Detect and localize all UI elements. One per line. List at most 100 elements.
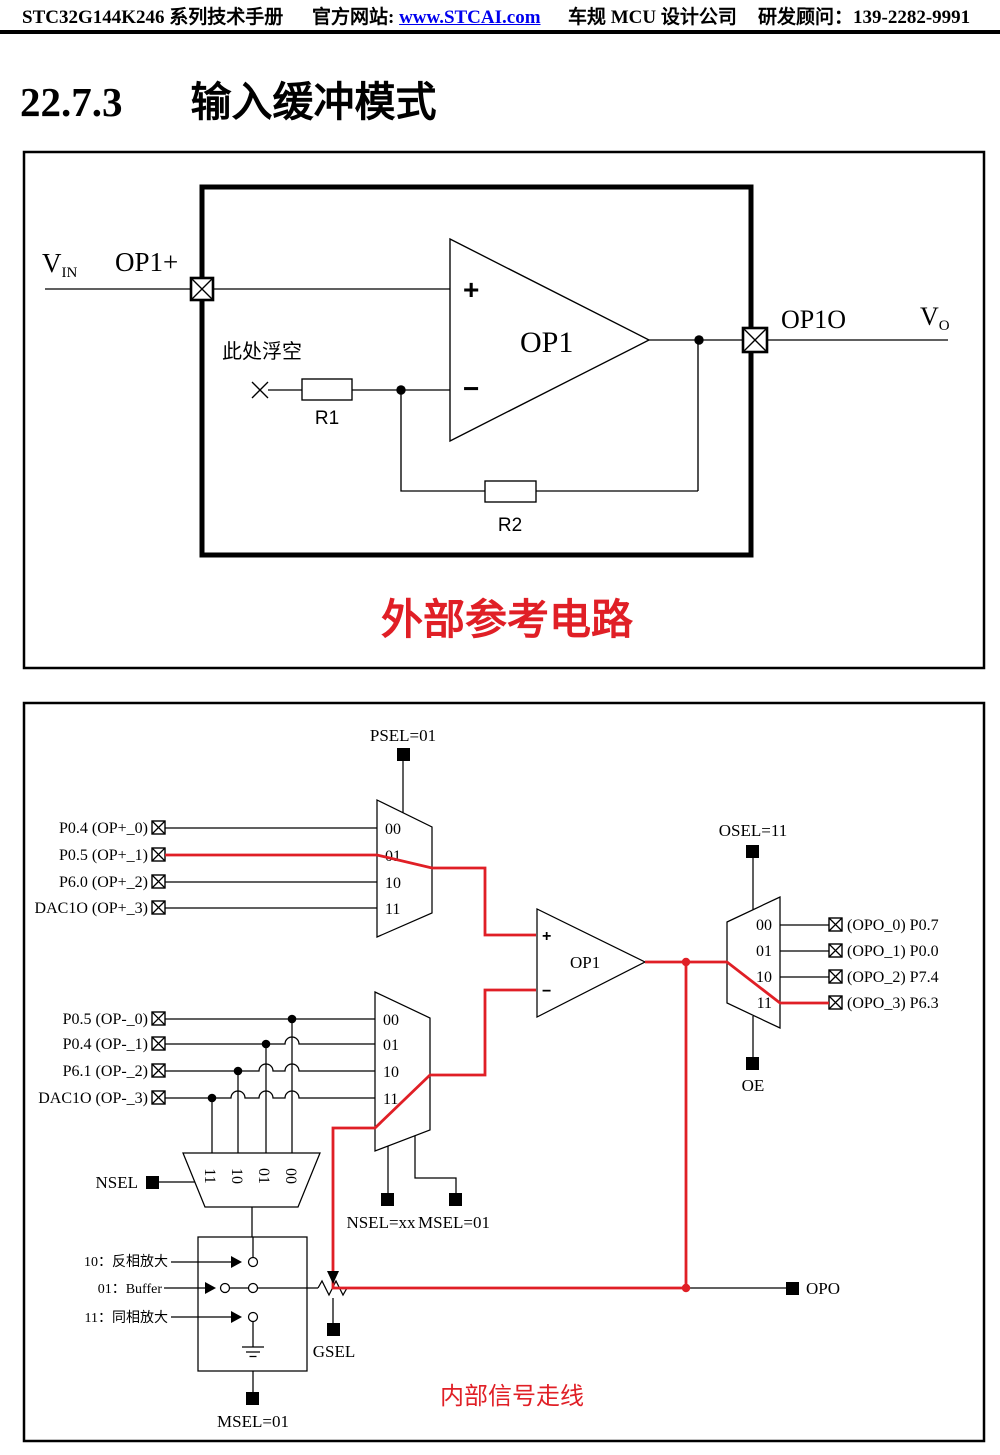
r1-label: R1 bbox=[315, 408, 339, 429]
osel-label: OSEL=11 bbox=[719, 821, 787, 840]
output-rows: (OPO_0) P0.7 (OPO_1) P0.0 (OPO_2) P7.4 (… bbox=[780, 917, 939, 1012]
osel-mux bbox=[726, 896, 781, 1029]
website-block: 官方网站: www.STCAI.com bbox=[312, 2, 541, 29]
wiper-arrowhead-icon bbox=[327, 1271, 339, 1284]
output-label: (OPO_3) P6.3 bbox=[847, 995, 939, 1012]
opamp1-plus: + bbox=[463, 274, 479, 305]
oe-label: OE bbox=[742, 1076, 765, 1095]
nsel-mux bbox=[182, 1152, 321, 1208]
neg-mux-row: 10 bbox=[383, 1064, 399, 1081]
opamp1-triangle bbox=[449, 237, 651, 443]
osel-mux-row: 11 bbox=[757, 995, 772, 1012]
nsel-wires bbox=[159, 1181, 253, 1237]
osel-mux-row: 00 bbox=[756, 917, 772, 934]
mselmid-square bbox=[449, 1193, 462, 1206]
opo-square bbox=[786, 1282, 799, 1295]
pad-icon bbox=[828, 969, 843, 984]
nsel-mux-row: 11 bbox=[201, 1168, 218, 1183]
pad-icon bbox=[151, 874, 166, 889]
opamp2-label: OP1 bbox=[570, 953, 600, 972]
nsel-mux-row: 00 bbox=[282, 1168, 299, 1184]
output-label: (OPO_1) P0.0 bbox=[847, 943, 939, 960]
pos-mux-row: 00 bbox=[385, 821, 401, 838]
pad-icon bbox=[151, 1063, 166, 1078]
neg-input-label: DAC1O (OP-_3) bbox=[38, 1090, 148, 1107]
junction-dot bbox=[207, 1093, 217, 1103]
pos-input-label: P0.5 (OP+_1) bbox=[59, 847, 148, 864]
opamp1-minus: − bbox=[463, 373, 479, 404]
r2-resistor bbox=[484, 480, 537, 503]
pos-mux bbox=[376, 798, 433, 938]
switch-contact bbox=[247, 1256, 259, 1268]
neg-input-label: P0.5 (OP-_0) bbox=[63, 1011, 148, 1028]
output-label: (OPO_2) P7.4 bbox=[847, 969, 939, 986]
chip-outline bbox=[199, 184, 754, 558]
pos-mux-row: 10 bbox=[385, 875, 401, 892]
pos-mux-row: 11 bbox=[385, 901, 400, 918]
internal-routing-panel: PSEL=01 00 01 10 11 P0.4 (OP+_0) P0.5 (O… bbox=[22, 701, 986, 1443]
pad-icon bbox=[151, 900, 166, 915]
junction-dot bbox=[261, 1039, 271, 1049]
output-label: (OPO_0) P0.7 bbox=[847, 917, 939, 934]
switch-contact bbox=[219, 1282, 231, 1294]
osel-mux-row: 01 bbox=[756, 943, 772, 960]
pad-icon bbox=[828, 943, 843, 958]
neg-input-label: P6.1 (OP-_2) bbox=[63, 1063, 148, 1080]
company-name: 车规 MCU 设计公司 bbox=[568, 7, 737, 28]
gsel-square bbox=[327, 1323, 340, 1336]
pos-input-label: P6.0 (OP+_2) bbox=[59, 874, 148, 891]
pad-icon bbox=[828, 917, 843, 932]
feedback-wire bbox=[400, 340, 699, 492]
red-path-output bbox=[645, 960, 829, 1005]
gsel-label: GSEL bbox=[313, 1342, 356, 1361]
op1p-pad-icon bbox=[189, 276, 215, 302]
nsel-mux-row: 01 bbox=[255, 1168, 272, 1184]
panel1-border bbox=[22, 150, 986, 670]
ground-icon bbox=[242, 1321, 264, 1358]
pos-input-rows: P0.4 (OP+_0) P0.5 (OP+_1) P6.0 (OP+_2) D… bbox=[35, 820, 377, 917]
website-link[interactable]: www.STCAI.com bbox=[399, 7, 541, 28]
red-junction-dot bbox=[681, 1283, 691, 1293]
pos-input-label: DAC1O (OP+_3) bbox=[35, 900, 148, 917]
float-x-icon bbox=[251, 381, 269, 399]
switch-contact bbox=[247, 1282, 259, 1294]
pad-icon bbox=[151, 1036, 166, 1051]
switch-contact bbox=[247, 1311, 259, 1323]
osel-square bbox=[746, 845, 759, 858]
junction-dot bbox=[287, 1014, 297, 1024]
op1o-pad-icon bbox=[741, 326, 769, 354]
neg-input-label: P0.4 (OP-_1) bbox=[63, 1036, 148, 1053]
op1p-pin-label: OP1+ bbox=[115, 247, 178, 277]
website-label: 官方网站: bbox=[312, 7, 395, 28]
panel2-border bbox=[22, 701, 986, 1443]
sel-wires bbox=[387, 1136, 457, 1193]
pad-icon bbox=[151, 820, 166, 835]
contact-phone: 研发顾问：139-2282-9991 bbox=[758, 7, 971, 28]
nselxx-square bbox=[381, 1193, 394, 1206]
nsel-label: NSEL bbox=[96, 1173, 139, 1192]
arrowhead-icon bbox=[205, 1282, 216, 1294]
junction-dot bbox=[233, 1066, 243, 1076]
pad-icon bbox=[151, 1090, 166, 1105]
output-wires bbox=[780, 924, 829, 978]
panel2-caption: 内部信号走线 bbox=[440, 1383, 584, 1410]
red-path-positive-input bbox=[165, 853, 536, 937]
red-junction-dot bbox=[681, 957, 691, 967]
psel-square bbox=[397, 748, 410, 761]
section-name: 输入缓冲模式 bbox=[190, 79, 437, 125]
panel1-caption: 外部参考电路 bbox=[381, 597, 634, 644]
psel-label: PSEL=01 bbox=[370, 726, 436, 745]
neg-mux-row: 00 bbox=[383, 1012, 399, 1029]
mselmid-label: MSEL=01 bbox=[418, 1213, 490, 1232]
pad-icon bbox=[828, 995, 843, 1010]
nsel-tap-wires bbox=[211, 1019, 293, 1153]
external-circuit-panel: VIN OP1+ 此处浮空 R1 + − OP1 R2 OP1O VO 外部参考… bbox=[22, 150, 986, 670]
msel-bottom-label: MSEL=01 bbox=[217, 1412, 289, 1431]
junction-dot bbox=[694, 335, 704, 345]
nsel-mux-row: 10 bbox=[228, 1168, 245, 1184]
float-note: 此处浮空 bbox=[222, 340, 302, 363]
opo-label: OPO bbox=[806, 1279, 840, 1298]
nsel-square bbox=[146, 1176, 159, 1189]
red-path-feedback bbox=[331, 988, 686, 1290]
nselxx-label: NSEL=xx bbox=[346, 1213, 416, 1232]
